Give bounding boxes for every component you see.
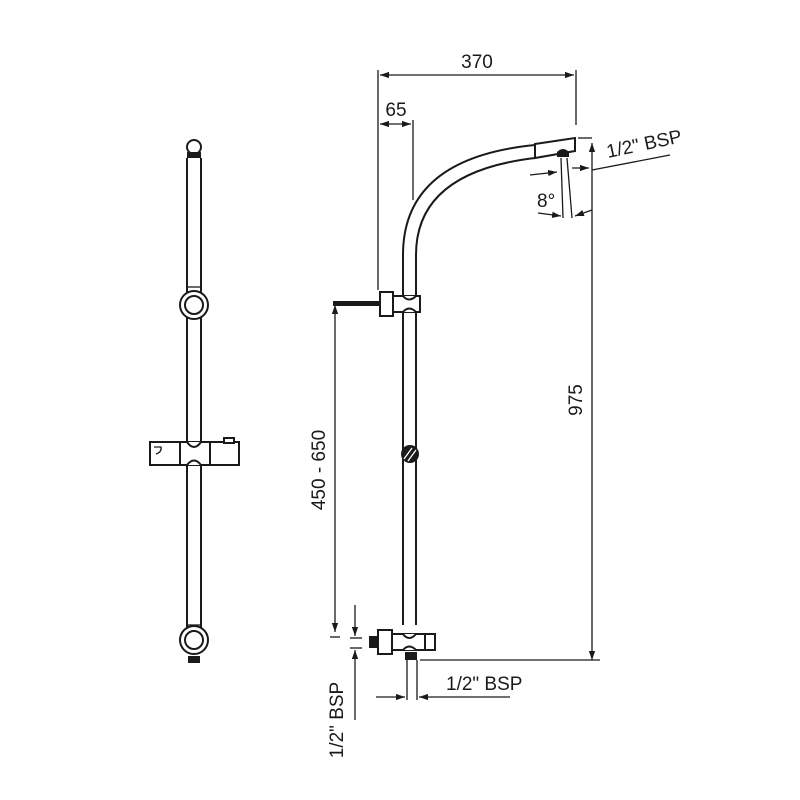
top-wall-bracket	[179, 290, 209, 320]
angle-label: 8°	[537, 191, 555, 212]
dimension-450-650: 450 - 650	[309, 305, 340, 638]
top-end-cap	[186, 139, 202, 158]
dimension-outlet-thread: 1/2" BSP	[572, 126, 684, 172]
dimension-370: 370	[377, 52, 577, 290]
curved-shower-arm	[402, 136, 576, 256]
overall-height-label: 975	[566, 384, 587, 416]
vertical-pipe	[402, 255, 417, 625]
dimension-bottom-thread: 1/2" BSP	[376, 660, 522, 701]
adjust-range-label: 450 - 650	[309, 430, 330, 510]
riser-rail	[186, 158, 202, 652]
bottom-diverter-valve	[369, 629, 436, 660]
front-view	[149, 139, 240, 663]
dimension-angle: 8°	[529, 157, 593, 219]
side-inlet-thread-label: 1/2" BSP	[327, 682, 348, 758]
side-view: 370 65 1/2" BSP 8° 975	[309, 52, 684, 758]
outlet-thread-label: 1/2" BSP	[605, 126, 684, 162]
dim-top-width-label: 370	[461, 52, 493, 73]
adjust-knob[interactable]	[401, 445, 419, 463]
dim-arm-offset-label: 65	[385, 100, 406, 121]
side-top-bracket	[333, 291, 421, 317]
bottom-thread-label: 1/2" BSP	[446, 674, 522, 695]
bottom-wall-bracket	[179, 625, 209, 663]
dimension-65: 65	[380, 100, 414, 200]
dimension-side-inlet: 1/2" BSP	[327, 605, 362, 758]
handset-slider[interactable]	[149, 437, 240, 466]
dimension-975: 975	[420, 143, 600, 661]
